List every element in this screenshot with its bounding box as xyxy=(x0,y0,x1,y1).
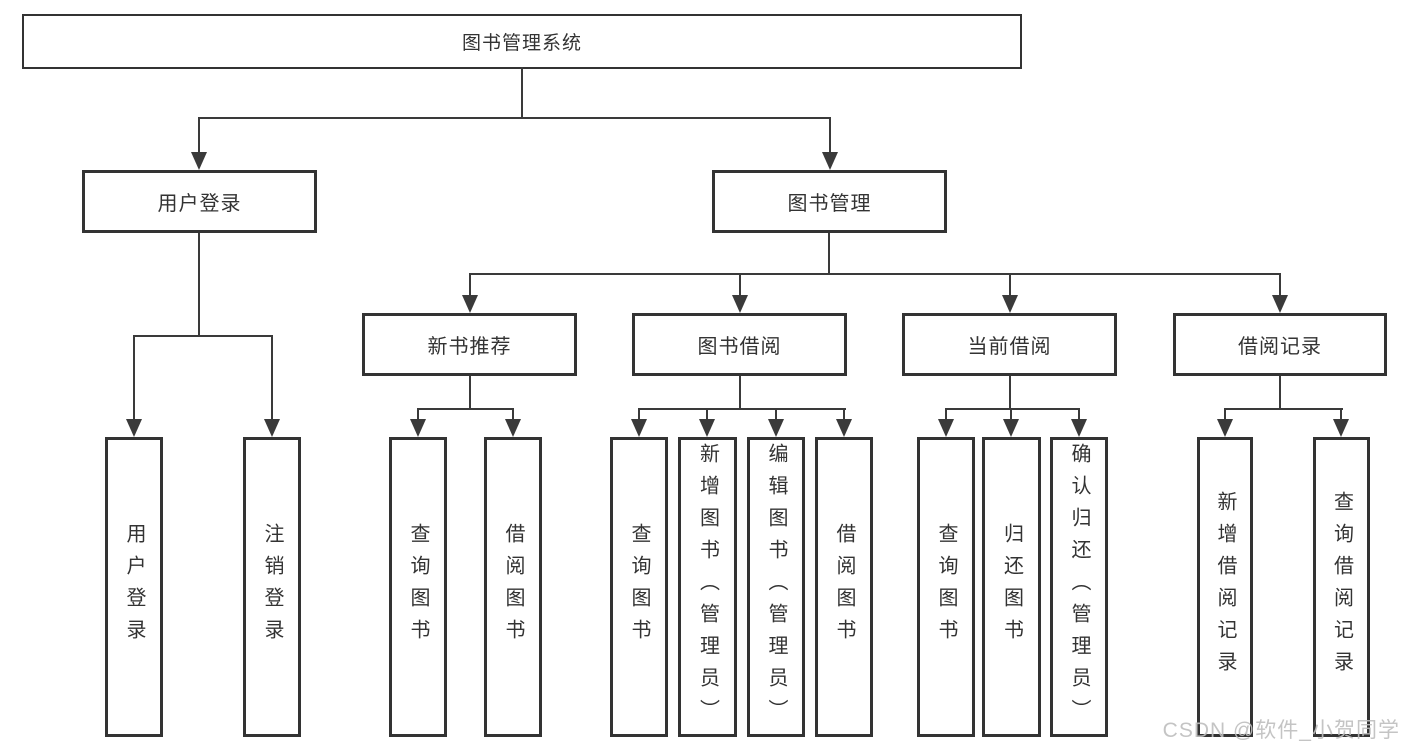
node-new-book-recommend: 新书推荐 xyxy=(362,313,577,376)
connector-drop-book-borrow xyxy=(739,273,741,298)
connector-user-login-bus xyxy=(133,335,273,337)
leaf-user-login: 用户登录 xyxy=(105,437,163,737)
connector-current-borrow-stem xyxy=(1009,376,1011,410)
leaf-label: 查询图书 xyxy=(935,523,957,651)
leaf-label: 查询图书 xyxy=(628,523,650,651)
connector-level1-bus xyxy=(198,117,831,119)
leaf-label: 借阅图书 xyxy=(833,523,855,651)
leaf-add-book-admin: 新增图书（管理员） xyxy=(678,437,737,737)
connector-drop-current-borrow xyxy=(1009,273,1011,298)
leaf-label: 确认归还（管理员） xyxy=(1068,443,1090,731)
leaf-label: 查询图书 xyxy=(407,523,429,651)
arrow-down-icon xyxy=(126,419,142,437)
arrow-down-icon xyxy=(822,152,838,170)
node-book-management: 图书管理 xyxy=(712,170,947,233)
arrow-down-icon xyxy=(938,419,954,437)
node-library-system: 图书管理系统 xyxy=(22,14,1022,69)
node-book-borrow: 图书借阅 xyxy=(632,313,847,376)
leaf-confirm-return-admin: 确认归还（管理员） xyxy=(1050,437,1108,737)
leaf-query-books: 查询图书 xyxy=(389,437,447,737)
arrow-down-icon xyxy=(836,419,852,437)
connector-drop-leaf xyxy=(1078,408,1080,421)
connector-drop-book-management xyxy=(829,117,831,155)
arrow-down-icon xyxy=(768,419,784,437)
connector-book-borrow-stem xyxy=(739,376,741,410)
leaf-label: 新增图书（管理员） xyxy=(696,443,719,731)
connector-book-borrow-bus xyxy=(638,408,846,410)
arrow-down-icon xyxy=(264,419,280,437)
leaf-query-books: 查询图书 xyxy=(917,437,975,737)
leaf-label: 注销登录 xyxy=(261,523,283,651)
arrow-down-icon xyxy=(1333,419,1349,437)
connector-user-login-stem xyxy=(198,233,200,335)
leaf-borrow-book: 借阅图书 xyxy=(815,437,873,737)
arrow-down-icon xyxy=(631,419,647,437)
connector-drop-leaf xyxy=(133,335,135,421)
connector-drop-borrow-records xyxy=(1279,273,1281,298)
connector-drop-leaf xyxy=(271,335,273,421)
leaf-query-books: 查询图书 xyxy=(610,437,668,737)
node-user-login: 用户登录 xyxy=(82,170,317,233)
leaf-label: 新增借阅记录 xyxy=(1214,491,1236,683)
arrow-down-icon xyxy=(699,419,715,437)
connector-root-stem xyxy=(521,67,523,118)
connector-drop-leaf xyxy=(417,408,419,421)
connector-current-borrow-bus xyxy=(945,408,1080,410)
connector-drop-new-book xyxy=(469,273,471,298)
csdn-watermark: CSDN @软件_小贺同学 xyxy=(1162,719,1400,742)
arrow-down-icon xyxy=(191,152,207,170)
leaf-label: 查询借阅记录 xyxy=(1330,491,1353,683)
arrow-down-icon xyxy=(1003,419,1019,437)
connector-drop-leaf xyxy=(512,408,514,421)
node-borrow-records: 借阅记录 xyxy=(1173,313,1387,376)
connector-drop-leaf xyxy=(843,408,845,421)
leaf-label: 编辑图书（管理员） xyxy=(765,443,787,731)
arrow-down-icon xyxy=(732,295,748,313)
connector-drop-leaf xyxy=(775,408,777,421)
connector-drop-leaf xyxy=(945,408,947,421)
connector-new-book-bus xyxy=(417,408,514,410)
arrow-down-icon xyxy=(1071,419,1087,437)
arrow-down-icon xyxy=(1217,419,1233,437)
connector-level2-bus xyxy=(469,273,1281,275)
connector-drop-leaf xyxy=(1340,408,1342,421)
connector-drop-user-login xyxy=(198,117,200,155)
connector-drop-leaf xyxy=(706,408,708,421)
connector-drop-leaf xyxy=(1224,408,1226,421)
connector-borrow-records-bus xyxy=(1224,408,1343,410)
leaf-return-book: 归还图书 xyxy=(982,437,1041,737)
leaf-add-borrow-record: 新增借阅记录 xyxy=(1197,437,1253,737)
arrow-down-icon xyxy=(505,419,521,437)
arrow-down-icon xyxy=(462,295,478,313)
arrow-down-icon xyxy=(1272,295,1288,313)
connector-new-book-stem xyxy=(469,376,471,410)
leaf-borrow-book: 借阅图书 xyxy=(484,437,542,737)
leaf-label: 用户登录 xyxy=(123,523,145,651)
leaf-logout: 注销登录 xyxy=(243,437,301,737)
leaf-label: 借阅图书 xyxy=(502,523,524,651)
leaf-edit-book-admin: 编辑图书（管理员） xyxy=(747,437,805,737)
connector-drop-leaf xyxy=(1010,408,1012,421)
connector-drop-leaf xyxy=(638,408,640,421)
node-current-borrow: 当前借阅 xyxy=(902,313,1117,376)
connector-book-management-stem xyxy=(828,233,830,275)
leaf-label: 归还图书 xyxy=(1000,523,1023,651)
arrow-down-icon xyxy=(410,419,426,437)
leaf-query-borrow-record: 查询借阅记录 xyxy=(1313,437,1370,737)
arrow-down-icon xyxy=(1002,295,1018,313)
connector-borrow-records-stem xyxy=(1279,376,1281,410)
